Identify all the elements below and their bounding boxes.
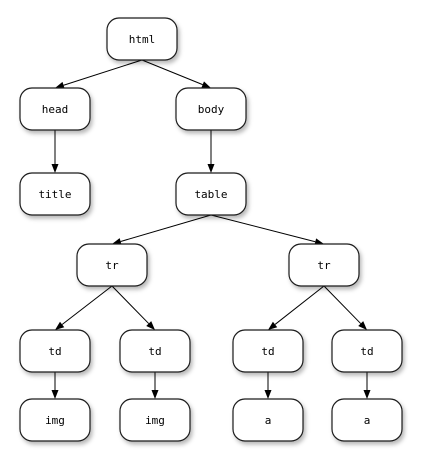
edge-html-body (141, 59, 211, 88)
node-a1: a (232, 398, 304, 442)
node-box (19, 87, 91, 131)
node-label: table (194, 188, 227, 201)
node-title: title (19, 172, 91, 216)
node-label: td (148, 345, 161, 358)
node-label: td (48, 345, 61, 358)
edge-line (210, 214, 316, 243)
edge-line (111, 285, 150, 324)
node-label: td (261, 345, 274, 358)
node-td2: td (119, 329, 191, 373)
edges-layer (51, 59, 371, 399)
edge-html-head (55, 59, 143, 89)
nodes-layer: html head body title table tr tr td td td td img img… (19, 17, 403, 442)
edge-tr1-td2 (111, 285, 155, 330)
node-label: html (129, 33, 156, 46)
node-label: img (45, 414, 65, 427)
node-label: a (364, 414, 371, 427)
arrowhead-icon (55, 81, 65, 89)
edge-table-tr2 (210, 214, 324, 246)
arrowhead-icon (358, 321, 367, 330)
node-box (232, 398, 304, 442)
node-box (175, 172, 247, 216)
node-box (19, 398, 91, 442)
node-label: title (38, 188, 71, 201)
node-body: body (175, 87, 247, 131)
node-label: a (265, 414, 272, 427)
arrowhead-icon (51, 164, 59, 173)
node-td4: td (331, 329, 403, 373)
arrowhead-icon (55, 321, 65, 330)
edge-line (274, 285, 325, 325)
edge-td1-img1 (51, 372, 59, 399)
arrowhead-icon (112, 238, 122, 245)
arrowhead-icon (268, 321, 278, 330)
node-a2: a (331, 398, 403, 442)
node-td3: td (232, 329, 304, 373)
node-td1: td (19, 329, 91, 373)
edge-tr2-td3 (268, 285, 325, 330)
edge-tr2-td4 (323, 285, 367, 330)
arrowhead-icon (201, 81, 211, 88)
node-tr2: tr (288, 243, 360, 287)
edge-line (323, 285, 362, 324)
node-img1: img (19, 398, 91, 442)
edge-line (61, 285, 113, 325)
arrowhead-icon (207, 164, 215, 173)
edge-head-title (51, 130, 59, 173)
arrowhead-icon (51, 390, 59, 399)
node-label: head (42, 103, 69, 116)
node-table: table (175, 172, 247, 216)
edge-td2-img2 (151, 372, 159, 399)
node-label: tr (105, 259, 119, 272)
edge-table-tr1 (112, 214, 212, 245)
node-box (331, 398, 403, 442)
edge-line (141, 59, 203, 86)
node-box (331, 329, 403, 373)
node-box (119, 398, 191, 442)
arrowhead-icon (363, 390, 371, 399)
arrowhead-icon (151, 390, 159, 399)
node-box (19, 329, 91, 373)
node-label: body (198, 103, 225, 116)
node-label: img (145, 414, 165, 427)
edge-td3-a1 (264, 372, 272, 399)
edge-td4-a2 (363, 372, 371, 399)
node-tr1: tr (76, 243, 148, 287)
arrowhead-icon (146, 321, 155, 330)
edge-line (120, 214, 212, 242)
node-box (175, 87, 247, 131)
node-box (106, 17, 178, 61)
node-img2: img (119, 398, 191, 442)
node-html: html (106, 17, 178, 61)
edge-line (63, 59, 143, 86)
node-box (232, 329, 304, 373)
node-box (19, 172, 91, 216)
node-head: head (19, 87, 91, 131)
arrowhead-icon (264, 390, 272, 399)
edge-tr1-td1 (55, 285, 113, 330)
node-box (76, 243, 148, 287)
node-box (288, 243, 360, 287)
node-label: td (360, 345, 373, 358)
edge-body-table (207, 130, 215, 173)
node-box (119, 329, 191, 373)
node-label: tr (317, 259, 331, 272)
